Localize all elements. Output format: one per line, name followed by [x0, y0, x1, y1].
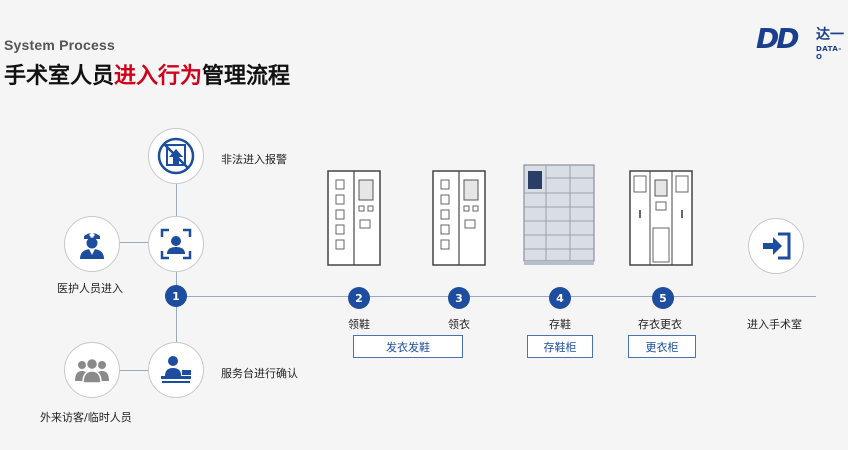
step-3-label: 领衣: [448, 318, 470, 331]
step-1-number: 1: [165, 285, 187, 307]
section-subtitle: System Process: [4, 37, 115, 53]
service-desk-label: 服务台进行确认: [221, 367, 298, 380]
end-label: 进入手术室: [747, 318, 802, 331]
shoe-locker-image: [522, 163, 596, 271]
dispense-box: 发衣发鞋: [353, 335, 463, 358]
locker-box: 更衣柜: [628, 335, 696, 358]
clothes-dispenser-image: [432, 170, 486, 270]
logo-mark: DD: [756, 22, 800, 55]
changing-locker-image: [629, 170, 693, 270]
logo-en: DATA-O: [816, 45, 842, 61]
visitor-group-icon: [64, 342, 120, 398]
title-highlight: 进入行为: [114, 64, 203, 89]
visitor-label: 外来访客/临时人员: [40, 411, 132, 424]
enter-door-icon: [748, 218, 804, 274]
step-5-number: 5: [652, 287, 674, 309]
flow-line: [176, 296, 816, 297]
visitor-connector: [104, 370, 148, 371]
medical-staff-icon: [64, 216, 120, 272]
no-entry-alarm-icon: [148, 128, 204, 184]
step-4-label: 存鞋: [549, 318, 571, 331]
step-4-number: 4: [549, 287, 571, 309]
step-5-label: 存衣更衣: [638, 318, 682, 331]
logo-cn: 达一: [816, 27, 844, 43]
title-part2: 管理流程: [202, 64, 291, 89]
medical-staff-label: 医护人员进入: [57, 282, 123, 295]
step-2-number: 2: [348, 287, 370, 309]
alarm-connector: [176, 184, 177, 216]
shoe-cabinet-box: 存鞋柜: [527, 335, 593, 358]
medical-connector: [104, 242, 148, 243]
alarm-label: 非法进入报警: [221, 153, 287, 166]
shoe-dispenser-image: [327, 170, 381, 270]
step-3-number: 3: [448, 287, 470, 309]
step-2-label: 领鞋: [348, 318, 370, 331]
title-part1: 手术室人员: [4, 64, 115, 89]
face-recognition-icon: [148, 216, 204, 272]
service-desk-icon: [148, 342, 204, 398]
company-logo: DD 达一 DATA-O: [756, 20, 848, 64]
page-title: 手术室人员进入行为管理流程: [4, 58, 290, 90]
